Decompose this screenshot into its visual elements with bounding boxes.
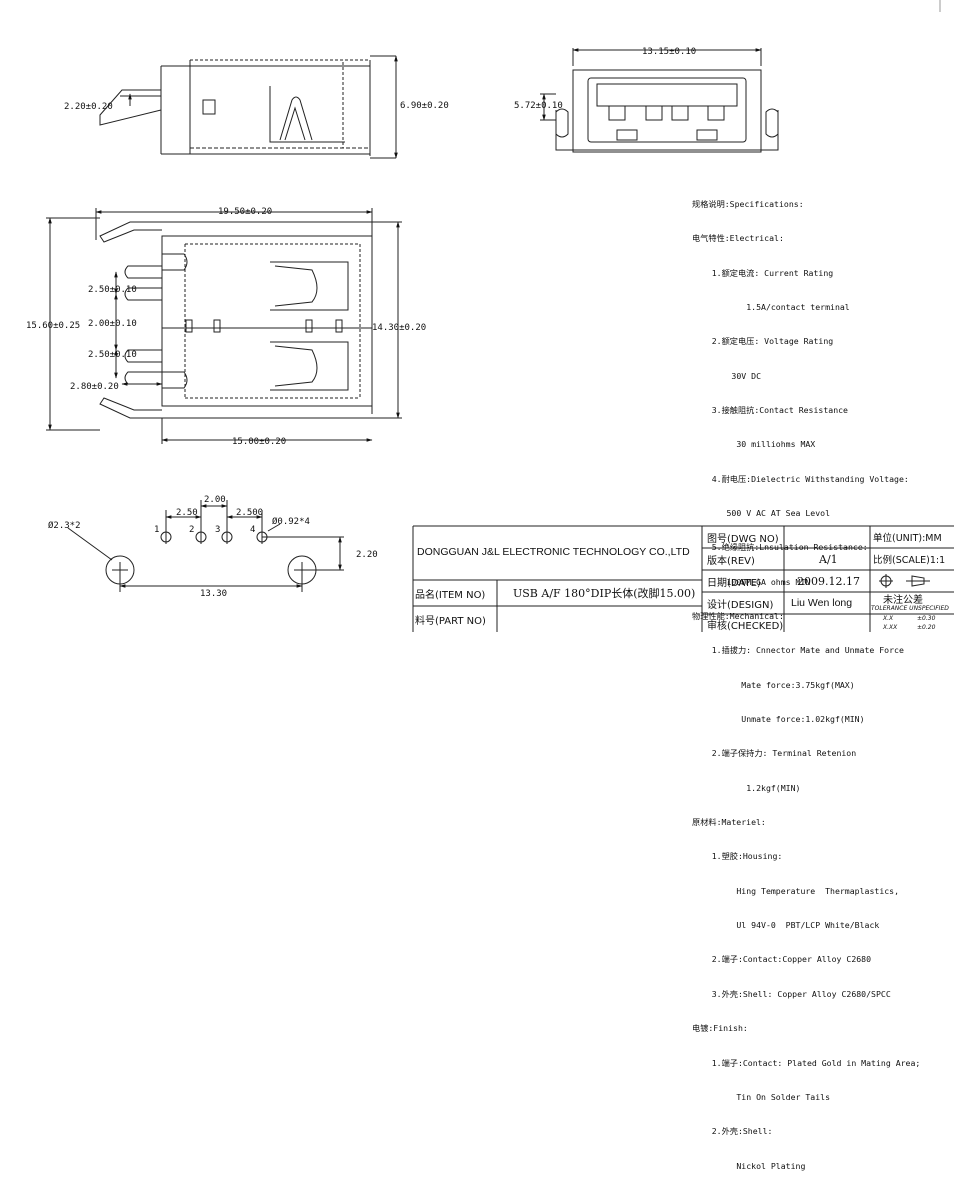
dim-pcb-small-hole: Ø0.92*4 bbox=[272, 516, 310, 527]
tol-row2-val: ±0.20 bbox=[917, 623, 936, 631]
part-no-label: 料号(PART NO) bbox=[415, 615, 486, 627]
spec-line: 物理性能:Mechanical: bbox=[692, 611, 784, 622]
pin-number-3: 3 bbox=[215, 525, 220, 535]
dim-top-overall-width: 15.60±0.25 bbox=[26, 321, 80, 331]
spec-line: 30 milliohms MAX bbox=[692, 439, 816, 450]
spec-line: 1.额定电流: Current Rating bbox=[692, 267, 834, 278]
dim-side-overall-height: 6.90±0.20 bbox=[400, 101, 449, 111]
date-value: 2009.12.17 bbox=[797, 574, 860, 588]
dim-top-body-length: 15.00±0.20 bbox=[232, 437, 286, 447]
spec-line: Mate force:3.75kgf(MAX) bbox=[692, 679, 855, 690]
title-block-frame bbox=[412, 0, 954, 632]
side-view bbox=[99, 55, 398, 159]
spec-line: 3.接触阻抗:Contact Resistance bbox=[692, 404, 848, 415]
dim-pcb-pitch-a: 2.50 bbox=[176, 508, 198, 518]
unit-label: 单位(UNIT):MM bbox=[873, 533, 942, 544]
spec-line: 4.耐电压:Dielectric Withstanding Voltage: bbox=[692, 473, 909, 484]
design-value: Liu Wen long bbox=[791, 597, 853, 609]
spec-line: 1.插拔力: Cnnector Mate and Unmate Force bbox=[692, 645, 904, 656]
dim-top-inner-width: 14.30±0.20 bbox=[372, 323, 426, 333]
spec-line: 1.2kgf(MIN) bbox=[692, 782, 801, 793]
pin-number-1: 1 bbox=[154, 525, 159, 535]
spec-line: 2.端子保持力: Terminal Retenion bbox=[692, 748, 857, 759]
spec-line: 2.额定电压: Voltage Rating bbox=[692, 336, 834, 347]
dim-top-pitch-1: 2.50±0.10 bbox=[88, 285, 137, 295]
pin-number-4: 4 bbox=[250, 525, 255, 535]
top-view bbox=[46, 208, 402, 444]
tol-row2-fmt: X.XX bbox=[883, 623, 898, 631]
spec-line: Unmate force:1.02kgf(MIN) bbox=[692, 714, 865, 725]
spec-line: 电气特性:Electrical: bbox=[692, 233, 784, 244]
tolerance-en: TOLERANCE UNSPECIFIED bbox=[871, 604, 949, 612]
checked-label: 审核(CHECKED) bbox=[707, 620, 784, 632]
spec-line: 500 V AC AT Sea Levol bbox=[692, 508, 831, 518]
spec-line: 3.外壳:Shell: Copper Alloy C2680/SPCC bbox=[692, 988, 891, 999]
dimension-labels: 2.20±0.20 6.90±0.20 13.15±0.10 5.72±0.10… bbox=[26, 47, 696, 599]
company-name: DONGGUAN J&L ELECTRONIC TECHNOLOGY CO.,L… bbox=[417, 546, 690, 558]
dim-top-pitch-3: 2.50±0.10 bbox=[88, 350, 137, 360]
dwg-no-label: 图号(DWG NO) bbox=[707, 533, 779, 545]
dim-front-width: 13.15±0.10 bbox=[642, 47, 696, 57]
spec-line: 5.绝缘阻抗:Lnsulation Resistance: bbox=[692, 542, 868, 553]
dim-side-height-offset: 2.20±0.20 bbox=[64, 102, 113, 112]
technical-drawing: 2.20±0.20 6.90±0.20 13.15±0.10 5.72±0.10… bbox=[26, 0, 954, 632]
spec-line: 1000MEGA ohms MIN bbox=[692, 576, 811, 587]
spec-line: 2.端子:Contact:Copper Alloy C2680 bbox=[692, 954, 872, 965]
rev-label: 版本(REV) bbox=[707, 555, 755, 567]
dim-pcb-hole-span: 13.30 bbox=[200, 589, 227, 599]
dim-pcb-hole-offset: 2.20 bbox=[356, 550, 378, 560]
front-view bbox=[540, 48, 779, 153]
spec-line: 1.5A/contact terminal bbox=[692, 301, 850, 312]
tol-row1-fmt: X.X bbox=[883, 614, 894, 622]
spec-line: Tin On Solder Tails bbox=[692, 1091, 831, 1102]
dim-top-length: 19.50±0.20 bbox=[218, 207, 272, 217]
title-block: DONGGUAN J&L ELECTRONIC TECHNOLOGY CO.,L… bbox=[413, 526, 954, 632]
dim-top-leg-offset: 2.80±0.20 bbox=[70, 382, 119, 392]
spec-line: 1.塑胶:Housing: bbox=[692, 851, 783, 862]
item-no-value: USB A/F 180°DIP长体(改脚15.00) bbox=[513, 587, 696, 600]
date-label: 日期(DATE) bbox=[707, 577, 761, 589]
rev-value: A/1 bbox=[819, 552, 838, 566]
spec-line: Ul 94V-0 PBT/LCP White/Black bbox=[692, 920, 880, 931]
spec-line: 规格说明:Specifications: bbox=[692, 198, 804, 209]
design-label: 设计(DESIGN) bbox=[707, 599, 774, 611]
specifications-block: 规格说明:Specifications: 电气特性:Electrical: 1.… bbox=[692, 176, 954, 1183]
spec-line: 原材料:Materiel: bbox=[692, 817, 766, 828]
tol-row1-val: ±0.30 bbox=[917, 614, 936, 622]
spec-line: Nickol Plating bbox=[692, 1160, 806, 1171]
dim-pcb-pitch-b: 2.00 bbox=[204, 495, 226, 505]
pcb-layout bbox=[67, 500, 344, 592]
spec-line: 30V DC bbox=[692, 370, 762, 381]
item-no-label: 品名(ITEM NO) bbox=[415, 589, 486, 601]
dim-top-pitch-2: 2.00±0.10 bbox=[88, 319, 137, 329]
spec-line: 1.端子:Contact: Plated Gold in Mating Area… bbox=[692, 1057, 921, 1068]
tolerance-label: 未注公差 bbox=[883, 594, 923, 606]
pin-number-2: 2 bbox=[189, 525, 194, 535]
scale-label: 比例(SCALE)1:1 bbox=[873, 555, 946, 566]
spec-line: 2.外壳:Shell: bbox=[692, 1126, 773, 1137]
dim-pcb-big-hole: Ø2.3*2 bbox=[48, 520, 81, 531]
dim-front-height: 5.72±0.10 bbox=[514, 101, 563, 111]
spec-line: Hing Temperature Thermaplastics, bbox=[692, 885, 900, 896]
dim-pcb-pitch-c: 2.500 bbox=[236, 508, 263, 518]
spec-line: 电镀:Finish: bbox=[692, 1023, 748, 1034]
